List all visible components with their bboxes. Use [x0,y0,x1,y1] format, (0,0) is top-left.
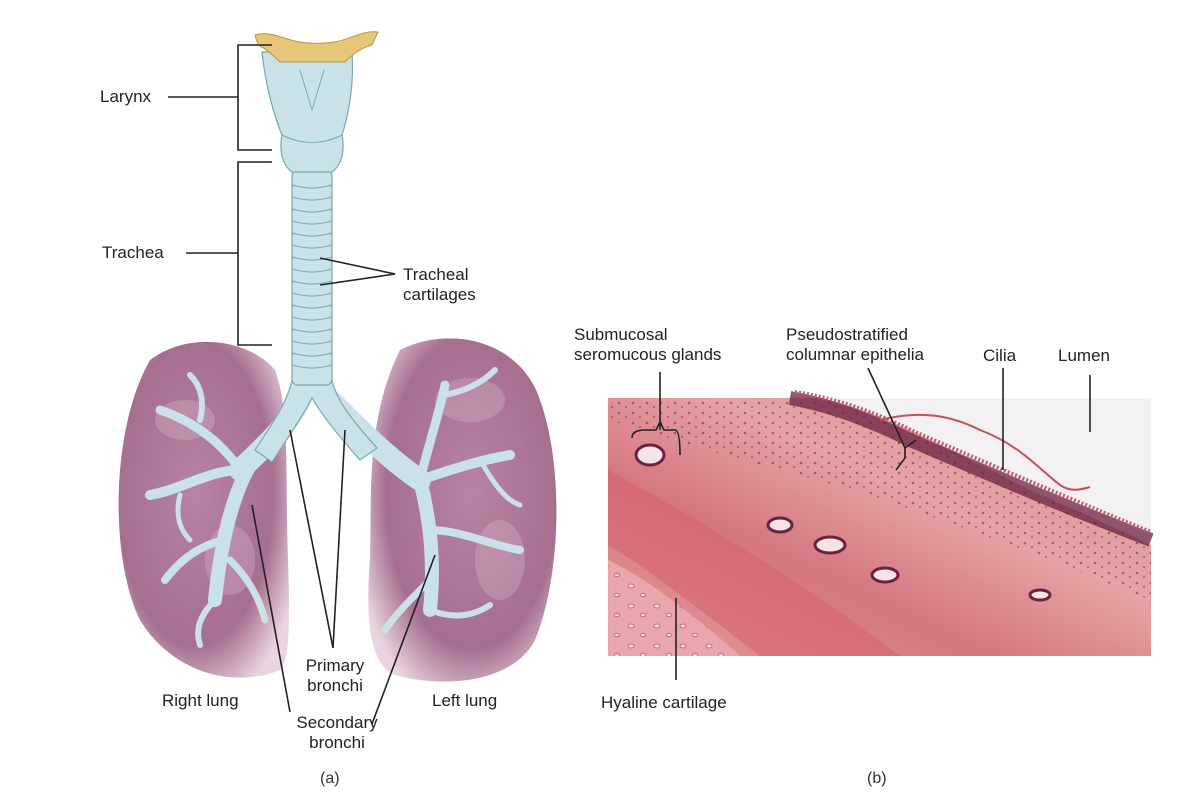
label-secondary-bronchi: Secondary bronchi [296,713,378,752]
label-primary-bronchi: Primary bronchi [305,656,365,695]
right-lung-shape [118,341,290,678]
label-cilia: Cilia [983,346,1017,365]
trachea-shape [291,169,333,386]
primary-bronchi-shape [254,379,378,463]
panel-a-leaders [168,44,436,725]
label-trachea: Trachea [102,243,164,262]
label-tracheal-cartilages: Tracheal cartilages [403,265,476,304]
panel-b-caption: (b) [867,770,887,787]
epiglottis-shape [254,31,379,63]
label-lumen: Lumen [1058,346,1110,365]
panel-a-caption: (a) [320,770,340,787]
panel-b-leaders [631,367,1091,680]
label-larynx: Larynx [100,87,152,106]
panel-b-micrograph [608,390,1154,656]
larynx-shape [261,51,354,173]
left-bronchial-tree [319,367,524,634]
label-submucosal-glands: Submucosal seromucous glands [574,325,722,364]
label-left-lung: Left lung [432,691,498,710]
label-right-lung: Right lung [162,691,239,710]
tracheal-rings [291,184,333,369]
right-bronchial-tree [145,372,311,648]
label-pseudostratified: Pseudostratified columnar epithelia [786,325,924,364]
label-hyaline-cartilage: Hyaline cartilage [601,693,727,712]
panel-a-illustration [118,31,557,682]
